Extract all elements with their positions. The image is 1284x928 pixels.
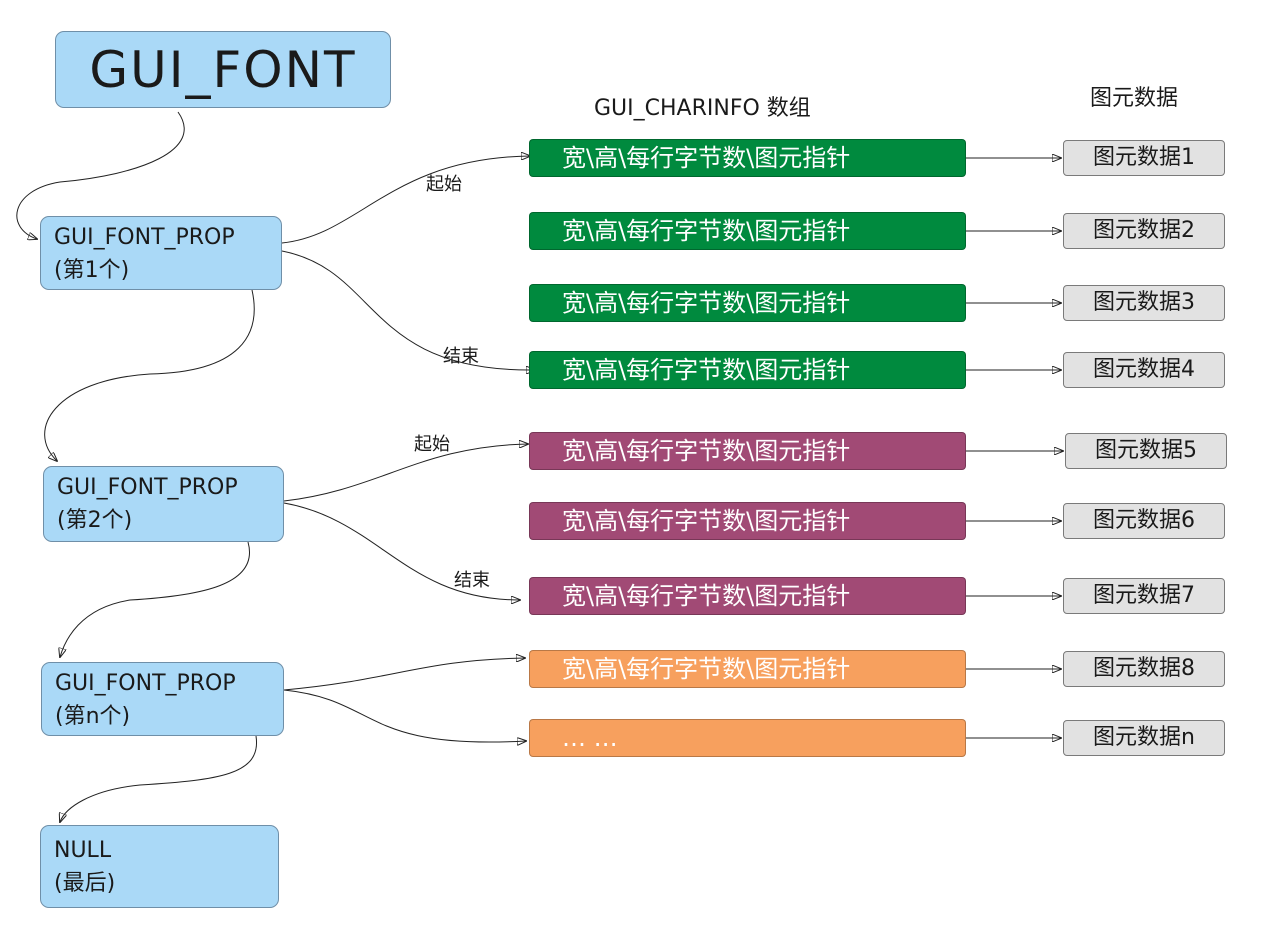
charinfo-entry: 宽\高\每行字节数\图元指针 [529,502,966,540]
end-label-1: 结束 [443,346,479,367]
chain-arrow-prop1-to-prop2 [44,289,255,461]
glyph-data-box: 图元数据n [1063,720,1225,756]
charinfo-entry: 宽\高\每行字节数\图元指针 [529,139,966,177]
glyph-data-box: 图元数据6 [1063,503,1225,539]
glyph-data-box: 图元数据7 [1063,578,1225,614]
glyph-data-box: 图元数据8 [1063,651,1225,687]
glyph-data-box: 图元数据5 [1065,433,1227,469]
start-arrow-prop1 [281,156,530,244]
end-label-2: 结束 [454,570,490,591]
font-prop-node-1: GUI_FONT_PROP (第1个) [40,216,282,290]
end-arrow-prop1 [281,250,535,370]
data-arrows [966,158,1063,738]
charinfo-array-header: GUI_CHARINFO 数组 [594,96,811,121]
chain-arrow-propn-to-null [60,735,258,822]
glyph-data-box: 图元数据3 [1063,285,1225,321]
chain-arrow-font-to-prop1 [16,111,185,239]
chain-arrow-prop2-to-propn [60,541,250,657]
null-label: NULL [54,838,112,863]
start-label-2: 起始 [414,434,450,455]
font-prop-name: GUI_FONT_PROP [55,671,236,696]
glyph-data-box: 图元数据2 [1063,213,1225,249]
font-prop-index: (第n个) [55,704,131,729]
start-arrow-propn [283,658,525,691]
charinfo-entry: 宽\高\每行字节数\图元指针 [529,284,966,322]
charinfo-entry: 宽\高\每行字节数\图元指针 [529,650,966,688]
glyph-data-header: 图元数据 [1090,86,1179,111]
charinfo-entry: 宽\高\每行字节数\图元指针 [529,577,966,615]
glyph-data-box: 图元数据4 [1063,352,1225,388]
start-arrow-prop2 [283,444,528,502]
charinfo-entry: … … [529,719,966,757]
end-arrow-prop2 [283,502,520,600]
charinfo-entry: 宽\高\每行字节数\图元指针 [529,351,966,389]
font-prop-index: (第1个) [54,258,130,283]
font-prop-node-n: GUI_FONT_PROP (第n个) [41,662,284,736]
gui-font-node: GUI_FONT [55,31,391,108]
null-sub-label: (最后) [54,871,116,896]
end-arrow-propn [283,689,526,742]
glyph-data-box: 图元数据1 [1063,140,1225,176]
gui-font-label: GUI_FONT [89,40,357,99]
font-prop-node-2: GUI_FONT_PROP (第2个) [43,466,284,542]
font-prop-index: (第2个) [57,508,133,533]
font-prop-name: GUI_FONT_PROP [54,225,235,250]
start-label-1: 起始 [426,174,462,195]
charinfo-entry: 宽\高\每行字节数\图元指针 [529,432,966,470]
charinfo-entry: 宽\高\每行字节数\图元指针 [529,212,966,250]
null-node: NULL (最后) [40,825,279,908]
font-prop-name: GUI_FONT_PROP [57,475,238,500]
